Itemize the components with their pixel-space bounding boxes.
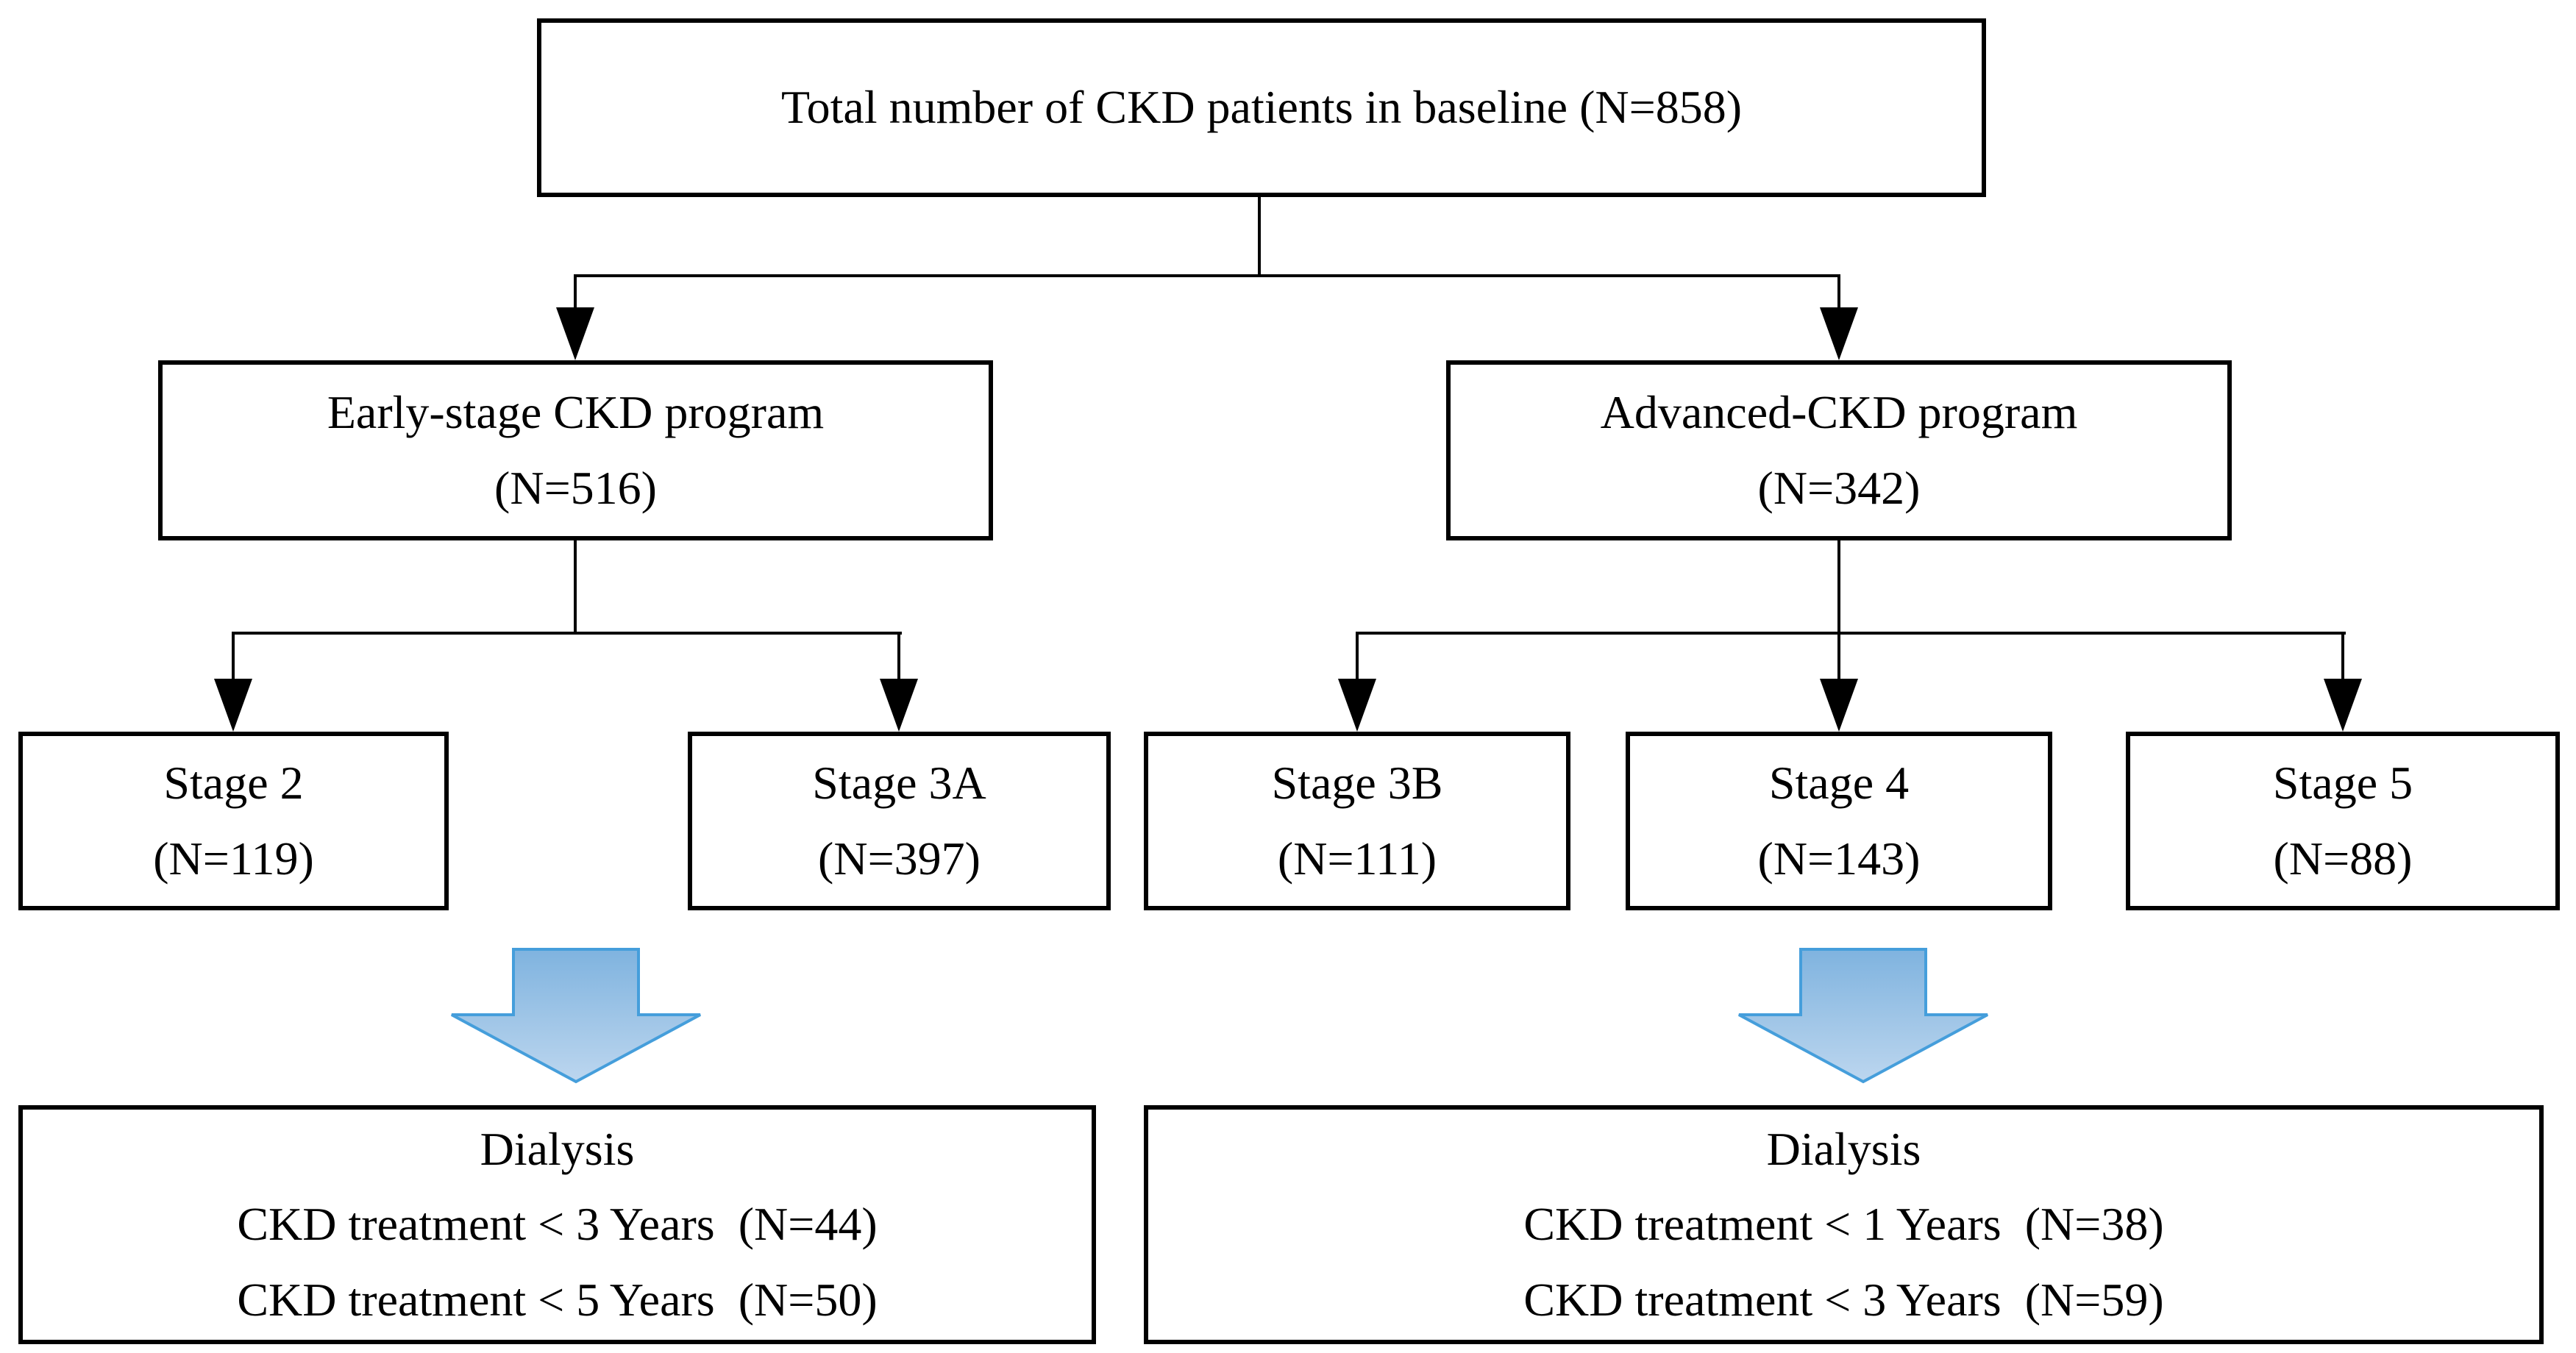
arrowhead-advanced-icon (1820, 307, 1858, 360)
box-stage-3a-name: Stage 3A (812, 757, 986, 810)
arrowhead-stage3b-icon (1338, 679, 1376, 732)
connector-total-crossbar (574, 274, 1840, 277)
connector-advanced-crossbar (1356, 632, 2346, 635)
box-early-stage-program-n: (N=516) (494, 461, 657, 514)
connector-advanced-stem (1837, 539, 1840, 680)
arrowhead-stage3a-icon (880, 679, 918, 732)
arrowhead-stage5-icon (2324, 679, 2362, 732)
connector-drop-stage5 (2341, 632, 2344, 680)
connector-total-stem (1258, 197, 1261, 276)
box-stage-5-n: (N=88) (2273, 832, 2413, 885)
box-stage-5: Stage 5 (N=88) (2126, 732, 2560, 910)
connector-drop-advanced (1837, 274, 1840, 310)
arrowhead-early-icon (556, 307, 594, 360)
box-total-patients: Total number of CKD patients in baseline… (537, 18, 1986, 197)
box-stage-3a: Stage 3A (N=397) (688, 732, 1111, 910)
box-advanced-program-name: Advanced-CKD program (1600, 386, 2078, 439)
connector-early-crossbar (232, 632, 902, 635)
box-stage-3b-n: (N=111) (1277, 832, 1437, 885)
box-advanced-program: Advanced-CKD program (N=342) (1446, 360, 2232, 540)
box-dialysis-advanced-line2: CKD treatment < 3 Years (N=59) (1523, 1273, 2164, 1326)
connector-drop-early (574, 274, 577, 310)
connector-drop-stage3b (1356, 632, 1359, 680)
box-stage-4-name: Stage 4 (1768, 757, 1910, 810)
box-stage-2-n: (N=119) (153, 832, 314, 885)
connector-drop-stage2 (232, 632, 235, 680)
box-dialysis-early-line1: CKD treatment < 3 Years (N=44) (237, 1198, 878, 1251)
block-arrow-down-right-icon (1738, 948, 1988, 1084)
box-dialysis-advanced-title: Dialysis (1766, 1122, 1921, 1175)
box-dialysis-early-line2: CKD treatment < 5 Years (N=50) (237, 1273, 878, 1326)
box-stage-3a-n: (N=397) (818, 832, 981, 885)
box-advanced-program-n: (N=342) (1757, 461, 1921, 514)
box-stage-2: Stage 2 (N=119) (18, 732, 449, 910)
box-early-stage-program-name: Early-stage CKD program (327, 386, 825, 439)
box-dialysis-early-title: Dialysis (480, 1122, 635, 1175)
box-dialysis-advanced-line1: CKD treatment < 1 Years (N=38) (1523, 1198, 2164, 1251)
arrowhead-stage2-icon (214, 679, 252, 732)
arrowhead-stage4-icon (1820, 679, 1858, 732)
box-dialysis-advanced: Dialysis CKD treatment < 1 Years (N=38) … (1144, 1105, 2544, 1344)
box-stage-3b: Stage 3B (N=111) (1144, 732, 1570, 910)
box-stage-3b-name: Stage 3B (1271, 757, 1443, 810)
box-dialysis-early: Dialysis CKD treatment < 3 Years (N=44) … (18, 1105, 1096, 1344)
box-total-patients-label: Total number of CKD patients in baseline… (781, 81, 1742, 134)
connector-early-stem (574, 539, 577, 635)
box-stage-2-name: Stage 2 (163, 757, 304, 810)
connector-drop-stage3a (897, 632, 900, 680)
box-early-stage-program: Early-stage CKD program (N=516) (158, 360, 993, 540)
block-arrow-down-left-icon (451, 948, 701, 1084)
box-stage-5-name: Stage 5 (2272, 757, 2413, 810)
box-stage-4: Stage 4 (N=143) (1626, 732, 2052, 910)
box-stage-4-n: (N=143) (1757, 832, 1921, 885)
